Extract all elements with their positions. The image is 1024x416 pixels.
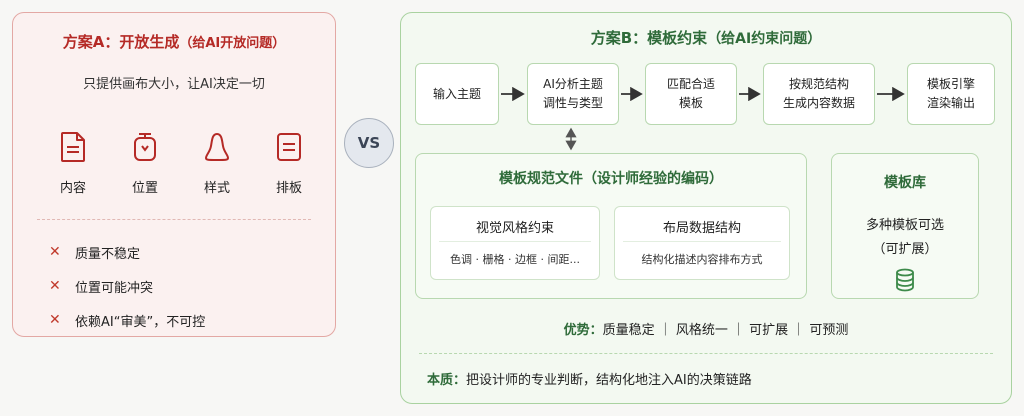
flow-step-render-output: 模板引擎 渲染输出 bbox=[907, 63, 995, 125]
spec-card-title: 布局数据结构 bbox=[662, 221, 741, 236]
flow-arrows bbox=[501, 86, 905, 151]
con-text: 位置可能冲突 bbox=[75, 280, 154, 296]
icon-label-style: 样式 bbox=[203, 181, 230, 196]
spec-card-desc: 色调 · 栅格 · 边框 · 间距... bbox=[450, 253, 580, 266]
step-line: 按规范结构 bbox=[788, 77, 849, 91]
database-icon bbox=[896, 268, 914, 292]
step-line: 模板 bbox=[678, 96, 703, 110]
bell-shape-icon bbox=[205, 133, 229, 161]
con-item: ✕ 位置可能冲突 bbox=[49, 269, 205, 303]
plan-b-panel: 方案B：模板约束（给AI约束问题） 输入主题 AI分析主题 调性与类型 匹配合适… bbox=[400, 12, 1012, 404]
library-line: （可扩展） bbox=[872, 242, 938, 257]
vs-badge: VS bbox=[344, 118, 394, 168]
plan-b-title-main: 方案B：模板约束 bbox=[590, 29, 708, 47]
library-title: 模板库 bbox=[884, 175, 926, 191]
advantages-text: 质量稳定 ｜ 风格统一 ｜ 可扩展 ｜ 可预测 bbox=[602, 323, 849, 338]
icon-item-content: 内容 bbox=[43, 131, 103, 196]
icon-item-style: 样式 bbox=[187, 131, 247, 196]
icon-item-layout: 排板 bbox=[259, 131, 319, 196]
plan-a-title: 方案A：开放生成（给AI开放问题） bbox=[13, 31, 335, 52]
step-line: 生成内容数据 bbox=[782, 96, 855, 110]
essence-line: 本质：把设计师的专业判断，结构化地注入AI的决策链路 bbox=[427, 369, 752, 388]
flow-step-input-topic: 输入主题 bbox=[415, 63, 499, 125]
plan-b-subtitle: （给AI约束问题） bbox=[707, 31, 822, 47]
spec-card-desc: 结构化描述内容排布方式 bbox=[641, 253, 763, 266]
advantages-line: 优势：质量稳定 ｜ 风格统一 ｜ 可扩展 ｜ 可预测 bbox=[401, 319, 1011, 338]
icon-label-position: 位置 bbox=[131, 181, 158, 196]
con-item: ✕ 质量不稳定 bbox=[49, 235, 205, 269]
plan-a-title-main: 方案A：开放生成 bbox=[62, 33, 180, 51]
step-line: 匹配合适 bbox=[666, 77, 715, 91]
icon-label-layout: 排板 bbox=[275, 181, 302, 196]
step-line: 调性与类型 bbox=[542, 96, 603, 110]
essence-text: 把设计师的专业判断，结构化地注入AI的决策链路 bbox=[466, 373, 752, 388]
layout-icon bbox=[277, 133, 301, 161]
step-line: AI分析主题 bbox=[543, 77, 603, 91]
icon-item-position: 位置 bbox=[115, 131, 175, 196]
plan-a-icon-row: 内容 位置 样式 排板 bbox=[33, 131, 315, 201]
plan-a-cons-list: ✕ 质量不稳定 ✕ 位置可能冲突 ✕ 依赖AI“审美”，不可控 bbox=[49, 235, 205, 337]
plan-a-description: 只提供画布大小，让AI决定一切 bbox=[83, 77, 265, 92]
cross-icon: ✕ bbox=[49, 312, 61, 328]
con-text: 质量不稳定 bbox=[75, 246, 141, 262]
template-library-box: 模板库 多种模板可选 （可扩展） bbox=[831, 153, 979, 299]
spec-card-divider bbox=[623, 241, 781, 242]
step-line: 模板引擎 bbox=[926, 77, 975, 91]
spec-card-divider bbox=[439, 241, 591, 242]
flow-step-match-template: 匹配合适 模板 bbox=[645, 63, 737, 125]
spec-card-layout-structure: 布局数据结构 结构化描述内容排布方式 bbox=[614, 206, 790, 280]
plan-a-panel: 方案A：开放生成（给AI开放问题） 只提供画布大小，让AI决定一切 内容 位置 bbox=[12, 12, 336, 337]
essence-label: 本质： bbox=[427, 373, 467, 388]
plan-b-divider bbox=[419, 353, 993, 354]
flow-step-ai-analyze: AI分析主题 调性与类型 bbox=[527, 63, 619, 125]
plan-b-title: 方案B：模板约束（给AI约束问题） bbox=[401, 27, 1011, 48]
flow-step-generate-data: 按规范结构 生成内容数据 bbox=[763, 63, 875, 125]
location-icon bbox=[134, 133, 156, 161]
plan-a-subtitle: （给AI开放问题） bbox=[179, 36, 286, 51]
advantages-label: 优势： bbox=[563, 323, 603, 338]
document-icon bbox=[61, 132, 85, 162]
con-text: 依赖AI“审美”，不可控 bbox=[75, 314, 206, 330]
plan-a-divider bbox=[37, 219, 311, 220]
template-spec-box: 模板规范文件（设计师经验的编码） 视觉风格约束 色调 · 栅格 · 边框 · 间… bbox=[415, 153, 807, 299]
library-line: 多种模板可选 bbox=[865, 218, 944, 233]
step-line: 渲染输出 bbox=[926, 96, 975, 110]
step-line: 输入主题 bbox=[432, 86, 481, 101]
icon-label-content: 内容 bbox=[59, 181, 86, 196]
spec-card-visual-style: 视觉风格约束 色调 · 栅格 · 边框 · 间距... bbox=[430, 206, 600, 280]
cross-icon: ✕ bbox=[49, 278, 61, 294]
cross-icon: ✕ bbox=[49, 244, 61, 260]
con-item: ✕ 依赖AI“审美”，不可控 bbox=[49, 303, 205, 337]
library-description: 多种模板可选 （可扩展） bbox=[832, 214, 978, 262]
spec-card-title: 视觉风格约束 bbox=[475, 221, 554, 236]
spec-title: 模板规范文件（设计师经验的编码） bbox=[499, 171, 723, 187]
